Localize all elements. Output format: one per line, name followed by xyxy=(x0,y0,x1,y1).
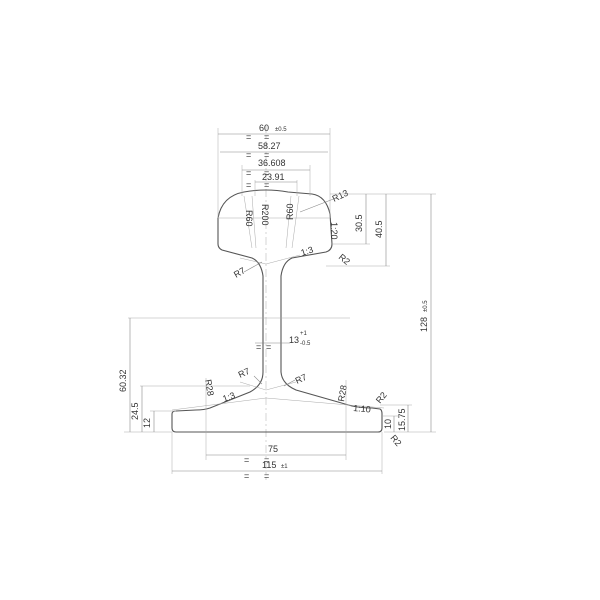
svg-text:=: = xyxy=(264,471,269,481)
dim-head-width-2: 58.27 = = xyxy=(220,141,328,160)
label-slope-base-left: 1:3 xyxy=(221,390,236,404)
label-r2-head: R2 xyxy=(337,252,352,267)
rail-outline xyxy=(171,189,383,433)
svg-text:15.75: 15.75 xyxy=(397,408,407,431)
svg-text:=: = xyxy=(244,471,249,481)
label-slope-head-side: 1:20 xyxy=(329,222,339,240)
svg-text:=: = xyxy=(264,455,269,465)
label-slope-base-right: 1:10 xyxy=(353,403,371,414)
svg-text:128: 128 xyxy=(419,317,429,332)
label-r28-right: R28 xyxy=(336,384,349,402)
construction-line xyxy=(285,195,292,249)
svg-text:40.5: 40.5 xyxy=(374,220,384,238)
svg-text:-0.5: -0.5 xyxy=(300,341,311,347)
svg-text:=: = xyxy=(246,132,251,142)
label-r13: R13 xyxy=(331,188,350,204)
svg-text:=: = xyxy=(246,150,251,160)
construction-line xyxy=(251,195,257,249)
dim-web-thickness: 13 +1 -0.5 = = xyxy=(255,331,311,352)
label-r7-base-left: R7 xyxy=(237,366,252,380)
label-r2-base-bottom: R2 xyxy=(388,433,403,448)
svg-text:58.27: 58.27 xyxy=(258,141,281,151)
dim-head-width: 60 ±0.5 = = xyxy=(217,123,331,218)
label-r200: R200 xyxy=(260,204,270,226)
svg-text:75: 75 xyxy=(268,444,278,454)
construction-line xyxy=(239,257,267,265)
svg-text:=: = xyxy=(256,342,261,352)
construction-line xyxy=(239,381,267,391)
construction-line xyxy=(291,195,300,249)
label-r60-right: R60 xyxy=(285,203,295,220)
svg-text:12: 12 xyxy=(142,418,152,428)
svg-text:13: 13 xyxy=(289,335,299,345)
svg-text:=: = xyxy=(264,150,269,160)
svg-text:±1: ±1 xyxy=(281,464,288,470)
svg-text:30.5: 30.5 xyxy=(354,214,364,232)
svg-text:10: 10 xyxy=(383,419,393,429)
dim-crown-center: 23.91 = = xyxy=(246,172,298,196)
construction-line xyxy=(265,254,301,265)
label-slope-head-under: 1:3 xyxy=(300,245,315,258)
svg-text:=: = xyxy=(244,455,249,465)
construction-line xyxy=(265,397,385,409)
dim-base-tip-h: 10 xyxy=(382,415,398,432)
dim-head-height: 40.5 xyxy=(326,194,390,267)
svg-text:23.91: 23.91 xyxy=(262,172,285,182)
dim-base-to-web: 60.32 xyxy=(118,318,172,433)
svg-text:115: 115 xyxy=(262,460,276,470)
label-r28-left: R28 xyxy=(203,379,216,397)
svg-text:±0.5: ±0.5 xyxy=(423,300,429,312)
svg-text:±0.5: ±0.5 xyxy=(275,127,287,133)
construction-line xyxy=(171,397,267,411)
svg-text:24.5: 24.5 xyxy=(130,402,140,420)
dim-total-height: 128 ±0.5 xyxy=(384,194,436,433)
svg-text:=: = xyxy=(246,168,251,178)
svg-text:60: 60 xyxy=(259,123,269,133)
svg-text:=: = xyxy=(264,132,269,142)
label-r7-base-right: R7 xyxy=(294,372,309,386)
dim-base-width: 115 ±1 = = xyxy=(171,432,383,481)
label-r7-head: R7 xyxy=(232,265,247,279)
svg-text:=: = xyxy=(246,180,251,190)
svg-text:=: = xyxy=(264,180,269,190)
label-r2-base-top: R2 xyxy=(374,390,389,405)
dim-base-edge-h: 12 xyxy=(142,410,176,432)
construction-line xyxy=(243,195,253,249)
dim-head-side: 30.5 xyxy=(330,193,436,245)
svg-text:=: = xyxy=(264,168,269,178)
svg-text:60.32: 60.32 xyxy=(118,369,128,392)
label-r60-left: R60 xyxy=(244,210,254,227)
svg-text:+1: +1 xyxy=(300,331,308,337)
dim-base-fillet-h: 24.5 xyxy=(130,385,250,432)
construction-line xyxy=(265,381,297,391)
dim-base-tip-total: 15.75 xyxy=(380,404,412,432)
dim-crown-width: 36.608 = = xyxy=(241,158,311,196)
svg-text:=: = xyxy=(266,342,271,352)
svg-text:36.608: 36.608 xyxy=(258,158,286,168)
dim-base-inner: 75 = = xyxy=(206,444,346,465)
